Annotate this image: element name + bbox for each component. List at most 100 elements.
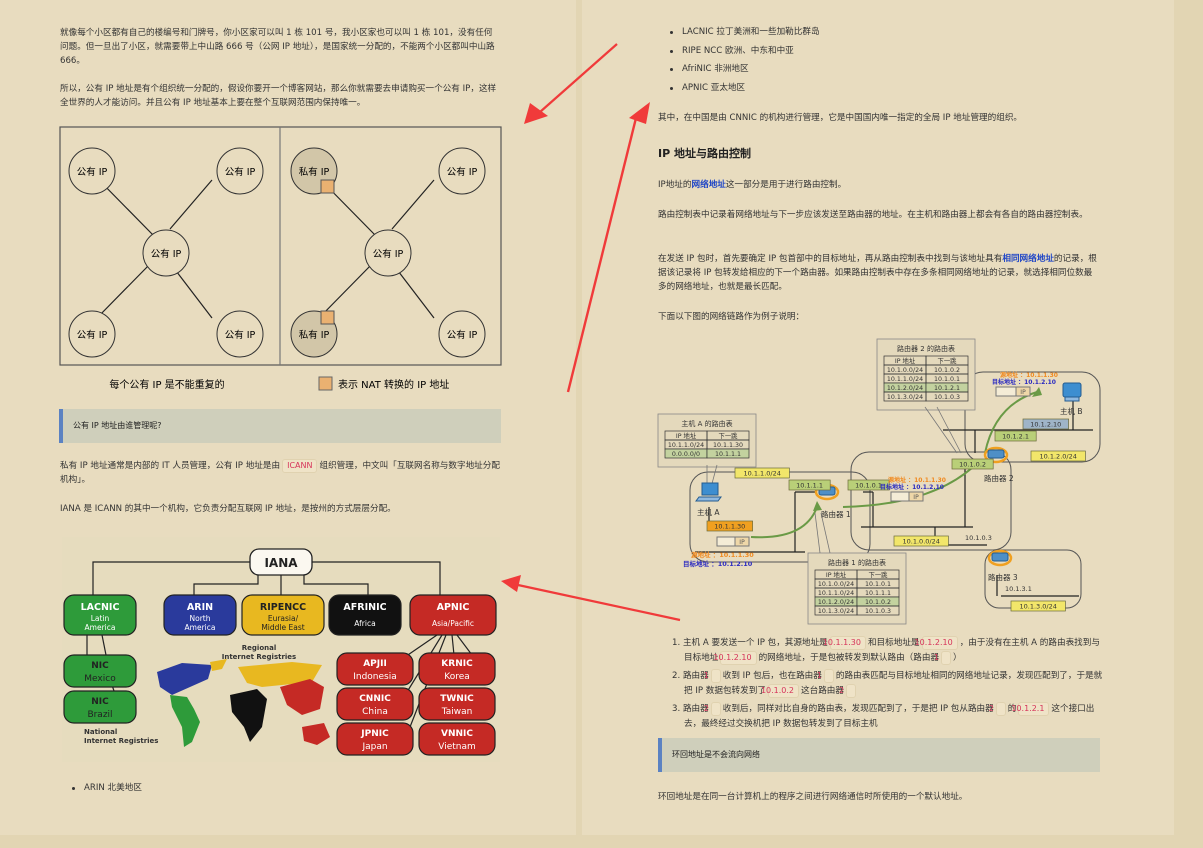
dst-address-1: 目标地址 ：10.1.2.10 (683, 559, 753, 568)
svg-text:America: America (185, 623, 216, 632)
svg-text:10.1.0.1: 10.1.0.1 (865, 581, 891, 588)
bullet-item: RIPE NCC 欧洲、中东和中亚 (668, 42, 820, 61)
svg-text:APNIC: APNIC (437, 602, 470, 613)
svg-text:Latin: Latin (91, 614, 110, 623)
inline-code: 10.1.0.2 (761, 683, 800, 698)
table-title: 路由器 1 的路由表 (828, 558, 886, 567)
left-node-center: 公有 IP (142, 229, 190, 277)
inline-code: 1 (704, 669, 721, 683)
src-address-1: 源地址 ：10.1.1.30 (691, 550, 754, 559)
svg-text:10.1.0.3: 10.1.0.3 (934, 394, 960, 401)
paragraph-iana: IANA 是 ICANN 的其中一个机构，它负责分配互联网 IP 地址，是按州的… (60, 504, 396, 514)
svg-text:Eurasia/: Eurasia/ (268, 614, 299, 623)
nir-box-mexico: NIC Mexico (63, 654, 137, 688)
svg-text:10.1.1.0/24: 10.1.1.0/24 (744, 470, 781, 478)
svg-text:10.1.1.0/24: 10.1.1.0/24 (818, 590, 854, 597)
svg-text:下一跳: 下一跳 (719, 431, 739, 440)
svg-text:10.1.3.0/24: 10.1.3.0/24 (818, 608, 854, 615)
iana-box: IANA (249, 548, 313, 576)
inline-code: 2 (704, 702, 721, 716)
table-title: 路由器 2 的路由表 (897, 344, 955, 353)
svg-text:10.1.2.0/24: 10.1.2.0/24 (887, 385, 923, 392)
svg-text:NIC: NIC (91, 661, 109, 671)
table-row: 10.1.1.0/24 10.1.1.30 (664, 439, 750, 450)
inline-code: 2 (839, 683, 856, 698)
svg-text:Mexico: Mexico (84, 674, 116, 684)
router3-icon (987, 549, 1013, 567)
bullet-list-arin: ARIN 北美地区 (70, 779, 142, 798)
nat-legend-swatch (318, 376, 333, 391)
public-private-ip-figure: 公有 IP 公有 IP 公有 IP 公有 IP 公有 IP 私有 IP 公有 I… (59, 126, 502, 391)
label-router3: 路由器 3 (988, 572, 1018, 582)
link-network-address[interactable]: 网络地址 (691, 180, 726, 190)
label-router1: 路由器 1 (821, 509, 851, 519)
src-address-2: 源地址 ：10.1.1.30 (888, 476, 946, 484)
table-row: 10.1.3.0/24 10.1.0.3 (883, 391, 969, 402)
svg-text:Middle East: Middle East (261, 623, 304, 632)
tag-r1-a: 10.1.1.1 (788, 479, 831, 491)
svg-text:10.1.0.0/24: 10.1.0.0/24 (903, 538, 940, 546)
paragraph-send-ip: 在发送 IP 包时，首先要确定 IP 包首部中的目标地址，再从路由控制表中找到与… (658, 254, 1097, 292)
paragraph-loopback: 环回地址是在同一台计算机上的程序之间进行网络通信时所使用的一个默认地址。 (658, 792, 968, 802)
svg-text:Africa: Africa (354, 619, 375, 628)
svg-text:VNNIC: VNNIC (441, 729, 473, 739)
bullet-item: ARIN 北美地区 (70, 779, 142, 798)
page-bottom-gap (0, 835, 1175, 848)
svg-text:KRNIC: KRNIC (441, 659, 473, 669)
paragraph-network-address: IP地址的网络地址这一部分是用于进行路由控制。 (658, 180, 847, 190)
inline-code: 10.1.2.1 (1011, 702, 1050, 716)
svg-text:Brazil: Brazil (87, 710, 112, 720)
rir-box-apnic: APNIC Asia/Pacific (409, 594, 497, 636)
svg-text:10.1.0.0/24: 10.1.0.0/24 (887, 367, 923, 374)
svg-text:IP: IP (739, 539, 745, 546)
label-router2: 路由器 2 (984, 473, 1014, 483)
figure1-caption-left: 每个公有 IP 是不能重复的 (109, 378, 224, 391)
figure1-caption-right: 表示 NAT 转换的 IP 地址 (338, 378, 449, 391)
svg-text:公有 IP: 公有 IP (447, 329, 478, 341)
packet-path-a-r1 (750, 506, 818, 539)
label-host-b: 主机 B (1060, 406, 1083, 416)
svg-text:10.1.2.1: 10.1.2.1 (934, 385, 960, 392)
svg-text:10.1.1.0/24: 10.1.1.0/24 (668, 442, 704, 449)
right-node-tl-private: 私有 IP (290, 147, 338, 195)
right-node-center: 公有 IP (364, 229, 412, 277)
svg-text:公有 IP: 公有 IP (225, 329, 256, 341)
svg-text:10.1.1.30: 10.1.1.30 (713, 442, 743, 449)
host-a-icon (695, 482, 722, 502)
svg-text:JPNIC: JPNIC (360, 729, 389, 739)
link-same-network-address[interactable]: 相同网络地址 (1002, 254, 1054, 264)
svg-text:10.1.3.0/24: 10.1.3.0/24 (887, 394, 923, 401)
svg-text:RIPENCC: RIPENCC (260, 602, 306, 613)
svg-text:IP: IP (913, 494, 919, 501)
inline-code: 10.1.2.10 (915, 636, 958, 650)
inline-code: 1 (817, 669, 834, 683)
paragraph-example: 下面以下图的网络链路作为例子说明： (658, 312, 805, 322)
svg-text:Vietnam: Vietnam (438, 742, 476, 752)
svg-text:IP 地址: IP 地址 (826, 570, 847, 579)
svg-text:10.1.1.1: 10.1.1.1 (715, 451, 741, 458)
svg-text:私有 IP: 私有 IP (299, 166, 330, 178)
svg-text:10.1.3.0/24: 10.1.3.0/24 (1020, 603, 1057, 611)
paragraph-community-analogy: 就像每个小区都有自己的楼编号和门牌号，你小区家可以叫 1 栋 101 号，我小区… (60, 28, 495, 66)
bullet-item: AfriNIC 非洲地区 (668, 60, 820, 79)
label-host-a: 主机 A (697, 507, 720, 517)
router2-icon (983, 446, 1009, 464)
svg-text:Asia/Pacific: Asia/Pacific (432, 619, 474, 628)
svg-text:IP: IP (1020, 389, 1026, 396)
rir-hierarchy-figure: IANA LACNICLatinAmericaARINNorthAmericaR… (62, 537, 500, 762)
ip-packet-2: IP (890, 491, 924, 502)
svg-text:China: China (362, 707, 388, 717)
svg-text:10.1.2.0/24: 10.1.2.0/24 (818, 599, 854, 606)
svg-text:ARIN: ARIN (187, 602, 213, 613)
src-address-3: 源地址 ：10.1.1.30 (1000, 371, 1058, 379)
